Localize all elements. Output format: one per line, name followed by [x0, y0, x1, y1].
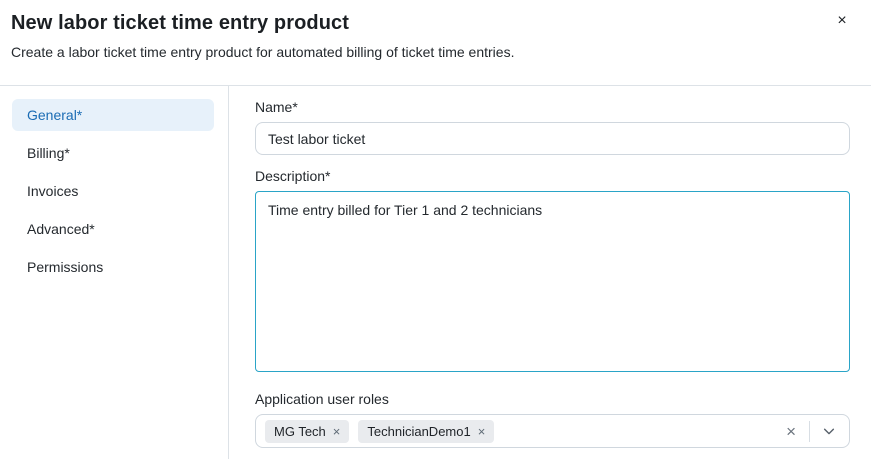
- description-field[interactable]: Time entry billed for Tier 1 and 2 techn…: [255, 191, 850, 372]
- role-tag: MG Tech ×: [265, 419, 350, 443]
- sidebar-item-permissions[interactable]: Permissions: [12, 251, 214, 283]
- sidebar-item-advanced[interactable]: Advanced*: [12, 213, 214, 245]
- name-label: Name*: [255, 99, 298, 115]
- role-tag-label: TechnicianDemo1: [367, 423, 471, 439]
- sidebar-item-label: Advanced*: [27, 221, 95, 237]
- role-tag: TechnicianDemo1 ×: [358, 419, 495, 443]
- application-user-roles-multiselect[interactable]: MG Tech × TechnicianDemo1 × ×: [255, 414, 850, 448]
- name-field[interactable]: [255, 122, 850, 155]
- tag-remove-icon[interactable]: ×: [477, 423, 486, 439]
- multiselect-divider: [809, 420, 810, 442]
- tag-remove-icon[interactable]: ×: [332, 423, 341, 439]
- sidebar-item-label: Invoices: [27, 183, 79, 199]
- sidebar-item-label: Billing*: [27, 145, 70, 161]
- sidebar-item-invoices[interactable]: Invoices: [12, 175, 214, 207]
- sidebar-item-billing[interactable]: Billing*: [12, 137, 214, 169]
- dialog-header: New labor ticket time entry product Crea…: [0, 0, 871, 86]
- sidebar-item-label: General*: [27, 107, 83, 123]
- description-label: Description*: [255, 168, 331, 184]
- page-subtitle: Create a labor ticket time entry product…: [11, 44, 515, 60]
- sidebar-item-general[interactable]: General*: [12, 99, 214, 131]
- dialog-body: General* Billing* Invoices Advanced* Per…: [0, 86, 871, 459]
- role-tag-label: MG Tech: [274, 423, 326, 439]
- chevron-down-icon[interactable]: [819, 424, 839, 438]
- form-panel: Name* Description* Time entry billed for…: [229, 86, 871, 459]
- sidebar: General* Billing* Invoices Advanced* Per…: [0, 86, 229, 459]
- clear-all-icon[interactable]: ×: [786, 421, 796, 441]
- page-title: New labor ticket time entry product: [11, 12, 350, 34]
- close-icon[interactable]: ×: [831, 10, 853, 32]
- application-user-roles-label: Application user roles: [255, 391, 389, 407]
- sidebar-item-label: Permissions: [27, 259, 104, 275]
